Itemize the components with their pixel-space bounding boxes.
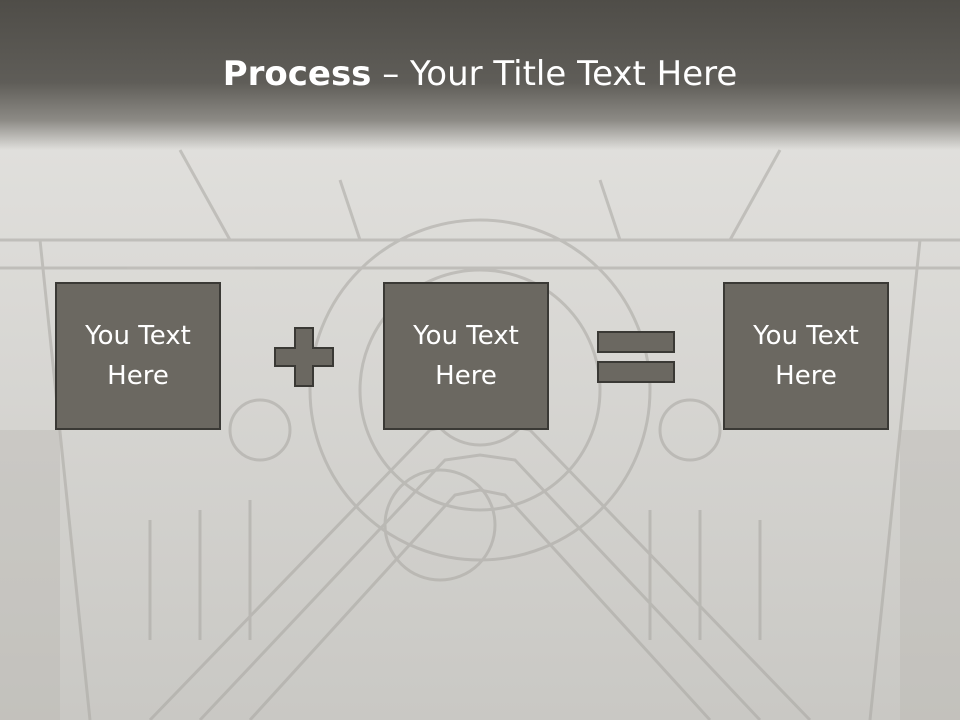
- process-box-1-text: You Text Here: [85, 321, 191, 391]
- equals-icon: [597, 331, 675, 383]
- process-box-2-text: You Text Here: [413, 321, 519, 391]
- process-box-3-text: You Text Here: [753, 321, 859, 391]
- title-rest-text: – Your Title Text Here: [371, 54, 738, 94]
- slide-title: Process – Your Title Text Here: [0, 52, 960, 96]
- process-box-1[interactable]: You Text Here: [55, 282, 221, 430]
- process-box-2[interactable]: You Text Here: [383, 282, 549, 430]
- process-box-3[interactable]: You Text Here: [723, 282, 889, 430]
- title-bold-text: Process: [222, 54, 372, 94]
- title-bar: [0, 0, 960, 150]
- plus-icon: [274, 327, 334, 387]
